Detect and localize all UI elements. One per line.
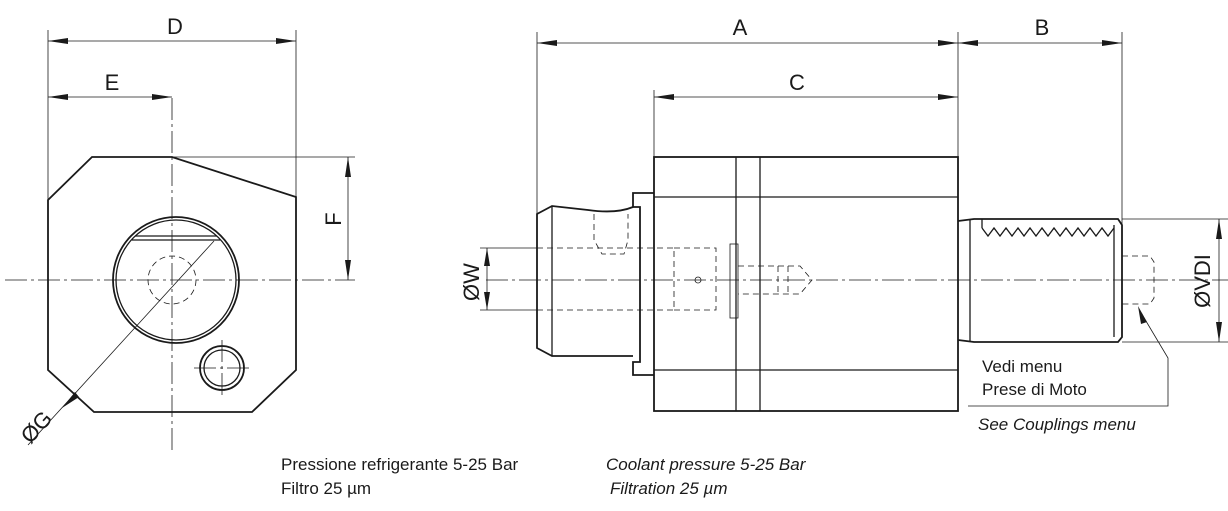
w-arrow-bottom [484, 292, 490, 310]
g-leader-line [27, 240, 215, 446]
e-arrow-right [152, 94, 172, 100]
f-arrow-top [345, 157, 351, 177]
dimension-label-vdi: ØVDI [1190, 254, 1215, 308]
b-arrow-left [958, 40, 978, 46]
e-arrow-left [48, 94, 68, 100]
dimension-label-w: ØW [459, 263, 484, 301]
hidden-inner-cavity [674, 247, 717, 311]
side-view: A B C ØW ØVDI [459, 15, 1228, 412]
w-arrow-top [484, 248, 490, 266]
vdi-arrow-top [1216, 219, 1222, 239]
side-spigot [536, 205, 634, 357]
vdi-shank [957, 218, 1123, 343]
side-collar [632, 192, 654, 376]
hidden-coolant-port [593, 214, 629, 255]
side-main-block [653, 156, 959, 412]
couplings-note-it-line1: Vedi menu [982, 357, 1062, 376]
a-arrow-left [537, 40, 557, 46]
couplings-leader-arrow [1138, 306, 1147, 324]
dimension-label-g: ØG [16, 406, 57, 448]
dimension-label-e: E [105, 70, 120, 95]
b-arrow-right [1102, 40, 1122, 46]
g-arrow [62, 392, 79, 408]
f-arrow-bottom [345, 260, 351, 280]
d-arrow-left [48, 38, 68, 44]
dimension-label-c: C [789, 70, 805, 95]
a-arrow-right [938, 40, 958, 46]
dimension-label-b: B [1035, 15, 1050, 40]
front-body-outline [47, 156, 297, 413]
c-arrow-left [654, 94, 674, 100]
vdi-arrow-bottom [1216, 322, 1222, 342]
dimension-label-a: A [733, 15, 748, 40]
coolant-filter-en: Filtration 25 µm [610, 479, 728, 498]
coolant-pressure-it: Pressione refrigerante 5-25 Bar [281, 455, 519, 474]
c-arrow-right [938, 94, 958, 100]
couplings-note-it-line2: Prese di Moto [982, 380, 1087, 399]
couplings-leader [968, 310, 1169, 407]
dimension-label-d: D [167, 14, 183, 39]
coolant-filter-it: Filtro 25 µm [281, 479, 371, 498]
hidden-inner-slot [729, 243, 739, 319]
d-arrow-right [276, 38, 296, 44]
dimension-label-f: F [321, 212, 346, 225]
couplings-note-en: See Couplings menu [978, 415, 1136, 434]
coolant-pressure-en: Coolant pressure 5-25 Bar [606, 455, 807, 474]
front-view: D E F ØG [5, 14, 355, 450]
shank-serration [981, 226, 1115, 238]
